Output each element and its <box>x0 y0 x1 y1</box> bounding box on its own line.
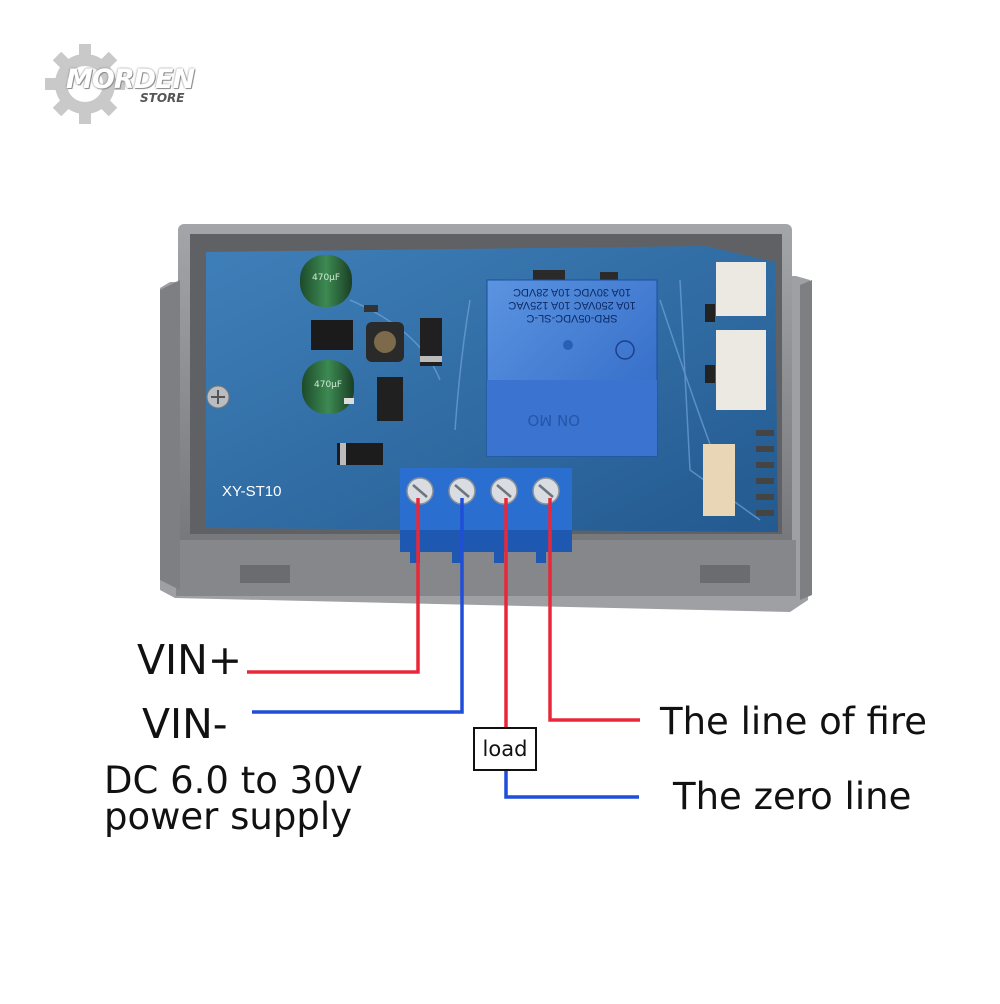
zero-line-label: The zero line <box>673 775 912 818</box>
smd-part <box>364 305 378 312</box>
relay: ON MO <box>486 279 658 457</box>
logo-brand: MORDEN <box>66 64 195 95</box>
smd-part <box>344 398 354 404</box>
smd-part <box>705 304 715 322</box>
ic-chip <box>311 320 353 350</box>
smd-part <box>705 365 715 383</box>
connector <box>703 262 774 516</box>
wire-vin-minus <box>252 498 464 714</box>
supply-label-line1: DC 6.0 to 30V <box>104 759 362 802</box>
relay-marking-line: 10A 30VDC 10A 28VDC <box>512 286 632 298</box>
logo-sub: STORE <box>140 91 185 105</box>
diode <box>337 443 383 465</box>
load-box: load <box>473 727 537 771</box>
wire-vin-plus <box>247 498 420 674</box>
wire-fire <box>548 498 640 722</box>
relay-marking: SRD-05VDC-SL-C 10A 250VAC 10A 125VAC 10A… <box>492 285 652 324</box>
svg-text:470µF: 470µF <box>314 380 342 390</box>
supply-label-line2: power supply <box>104 795 352 838</box>
relay-marking-line: 10A 250VAC 10A 125VAC <box>508 299 636 311</box>
capacitor: 470µF <box>302 360 354 414</box>
vin-plus-label: VIN+ <box>137 636 243 684</box>
smd-part <box>533 270 565 282</box>
board-model-label: XY-ST10 <box>222 483 282 500</box>
logo-gear-icon <box>45 44 125 124</box>
diode <box>420 318 442 366</box>
smd-part <box>600 272 618 282</box>
fire-line-label: The line of fire <box>660 700 928 743</box>
relay-marking-line: SRD-05VDC-SL-C <box>526 312 618 324</box>
terminal-block <box>400 468 572 563</box>
capacitor: 470µF <box>300 255 352 307</box>
svg-text:ON MO: ON MO <box>527 411 580 429</box>
wiring <box>247 498 640 799</box>
svg-text:470µF: 470µF <box>312 273 340 283</box>
vin-minus-label: VIN- <box>142 700 228 748</box>
diode <box>377 377 403 421</box>
wire-load-return <box>504 771 639 799</box>
